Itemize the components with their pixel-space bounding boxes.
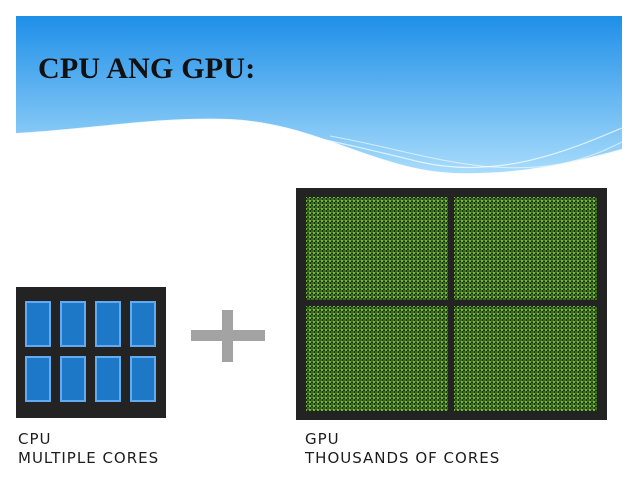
cpu-core [60,301,86,347]
header-banner [15,16,623,176]
slide-title: CPU ANG GPU: [38,52,256,85]
cpu-core [25,356,51,402]
cpu-chip-illustration [16,287,166,418]
cpu-label: CPU [18,430,52,448]
gpu-chip-illustration [296,188,607,420]
gpu-core-block [306,306,448,411]
gpu-core-block [454,306,597,411]
cpu-core [25,301,51,347]
cpu-core [95,356,121,402]
cpu-core [130,356,156,402]
cpu-caption: MULTIPLE CORES [18,449,160,467]
cpu-core [95,301,121,347]
gpu-core-block [454,197,597,300]
plus-icon [191,310,265,362]
gpu-core-block [306,197,448,300]
cpu-core [130,301,156,347]
cpu-core [60,356,86,402]
gpu-label: GPU [305,430,340,448]
gpu-caption: THOUSANDS OF CORES [305,449,501,467]
